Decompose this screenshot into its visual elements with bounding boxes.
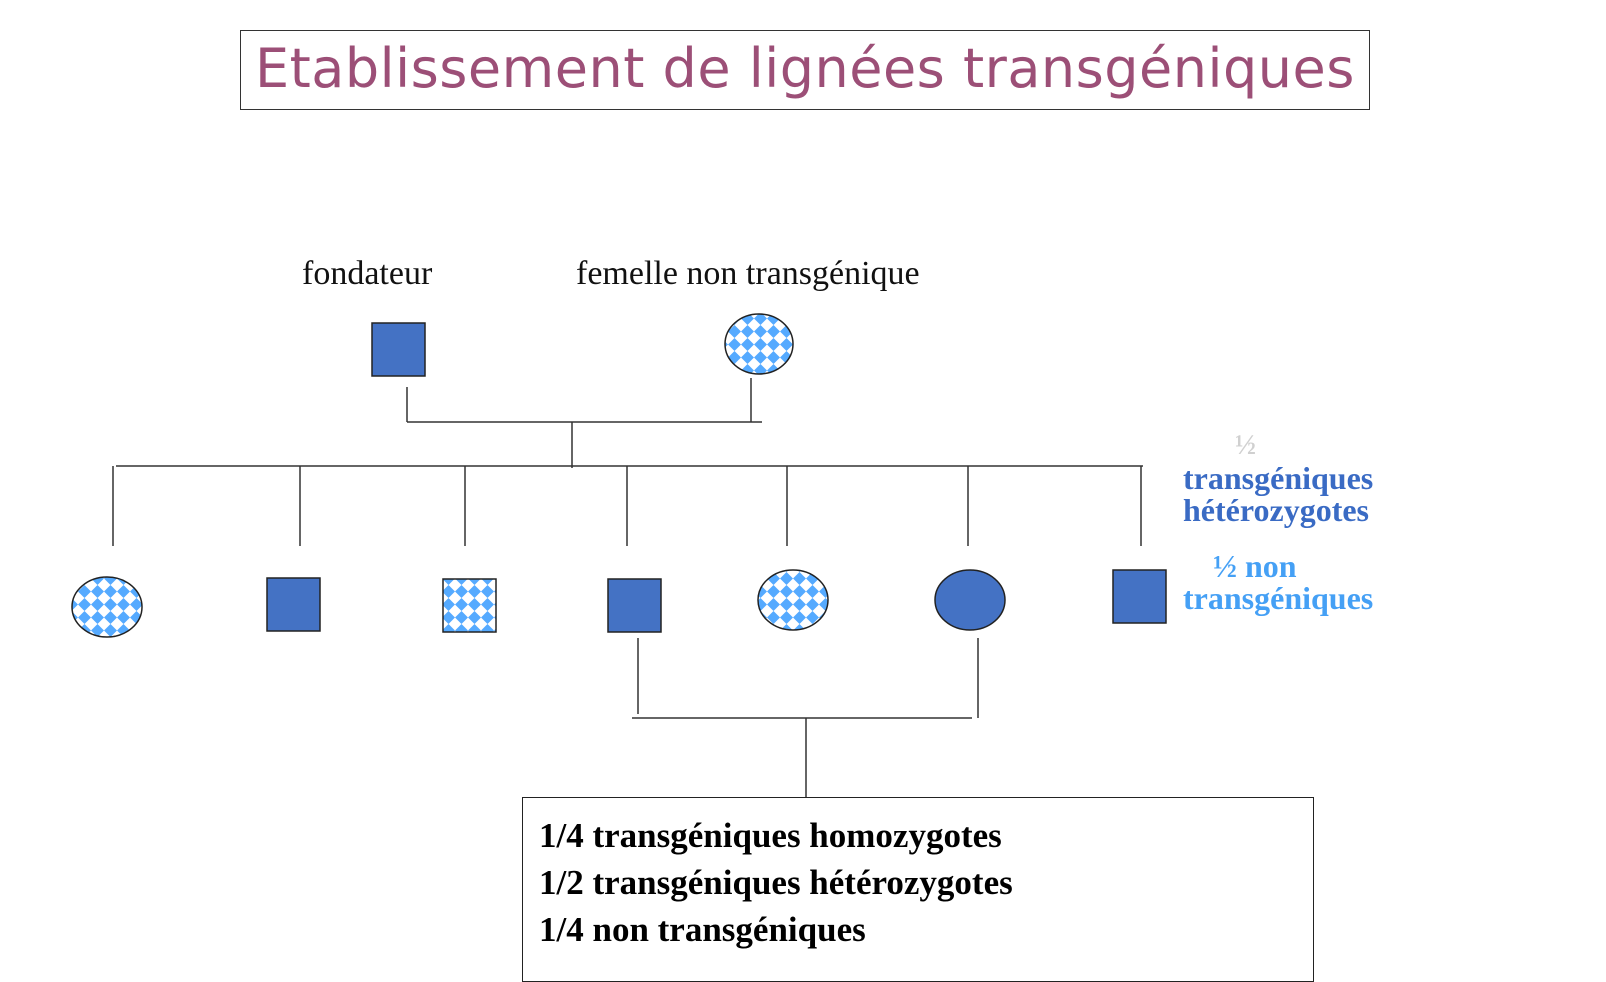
offspring-6-female-transgenic (934, 569, 1006, 631)
legend-nontransgenic: ½ non transgéniques (1183, 550, 1373, 614)
result-line-1: 1/4 transgéniques homozygotes (539, 816, 1002, 855)
offspring-3-male-nontransgenic (442, 578, 497, 633)
legend-transgenic-line1: transgéniques (1183, 460, 1374, 496)
founder-male-square (371, 322, 426, 377)
legend-half-faint: ½ (1235, 430, 1256, 461)
result-line-3: 1/4 non transgéniques (539, 910, 866, 949)
title-box: Etablissement de lignées transgéniques (240, 30, 1370, 110)
page-title: Etablissement de lignées transgéniques (255, 37, 1355, 100)
offspring-5-female-nontransgenic (757, 569, 829, 631)
offspring-7-male-transgenic (1112, 569, 1167, 624)
female-label: femelle non transgénique (576, 255, 920, 292)
result-line-2: 1/2 transgéniques hétérozygotes (539, 863, 1013, 902)
offspring-1-female-nontransgenic (71, 576, 143, 638)
connector-lines (112, 378, 1143, 797)
female-nontransgenic-circle (724, 313, 794, 375)
legend-non-line2: transgéniques (1183, 580, 1374, 616)
legend-transgenic: ½ transgéniques hétérozygotes (1183, 430, 1373, 526)
offspring-2-male-transgenic (266, 577, 321, 632)
result-box: 1/4 transgéniques homozygotes 1/2 transg… (522, 797, 1314, 982)
legend-transgenic-line2: hétérozygotes (1183, 492, 1369, 528)
legend-non-line1: ½ non (1213, 548, 1297, 584)
founder-label: fondateur (302, 255, 433, 292)
offspring-4-male-transgenic (607, 578, 662, 633)
